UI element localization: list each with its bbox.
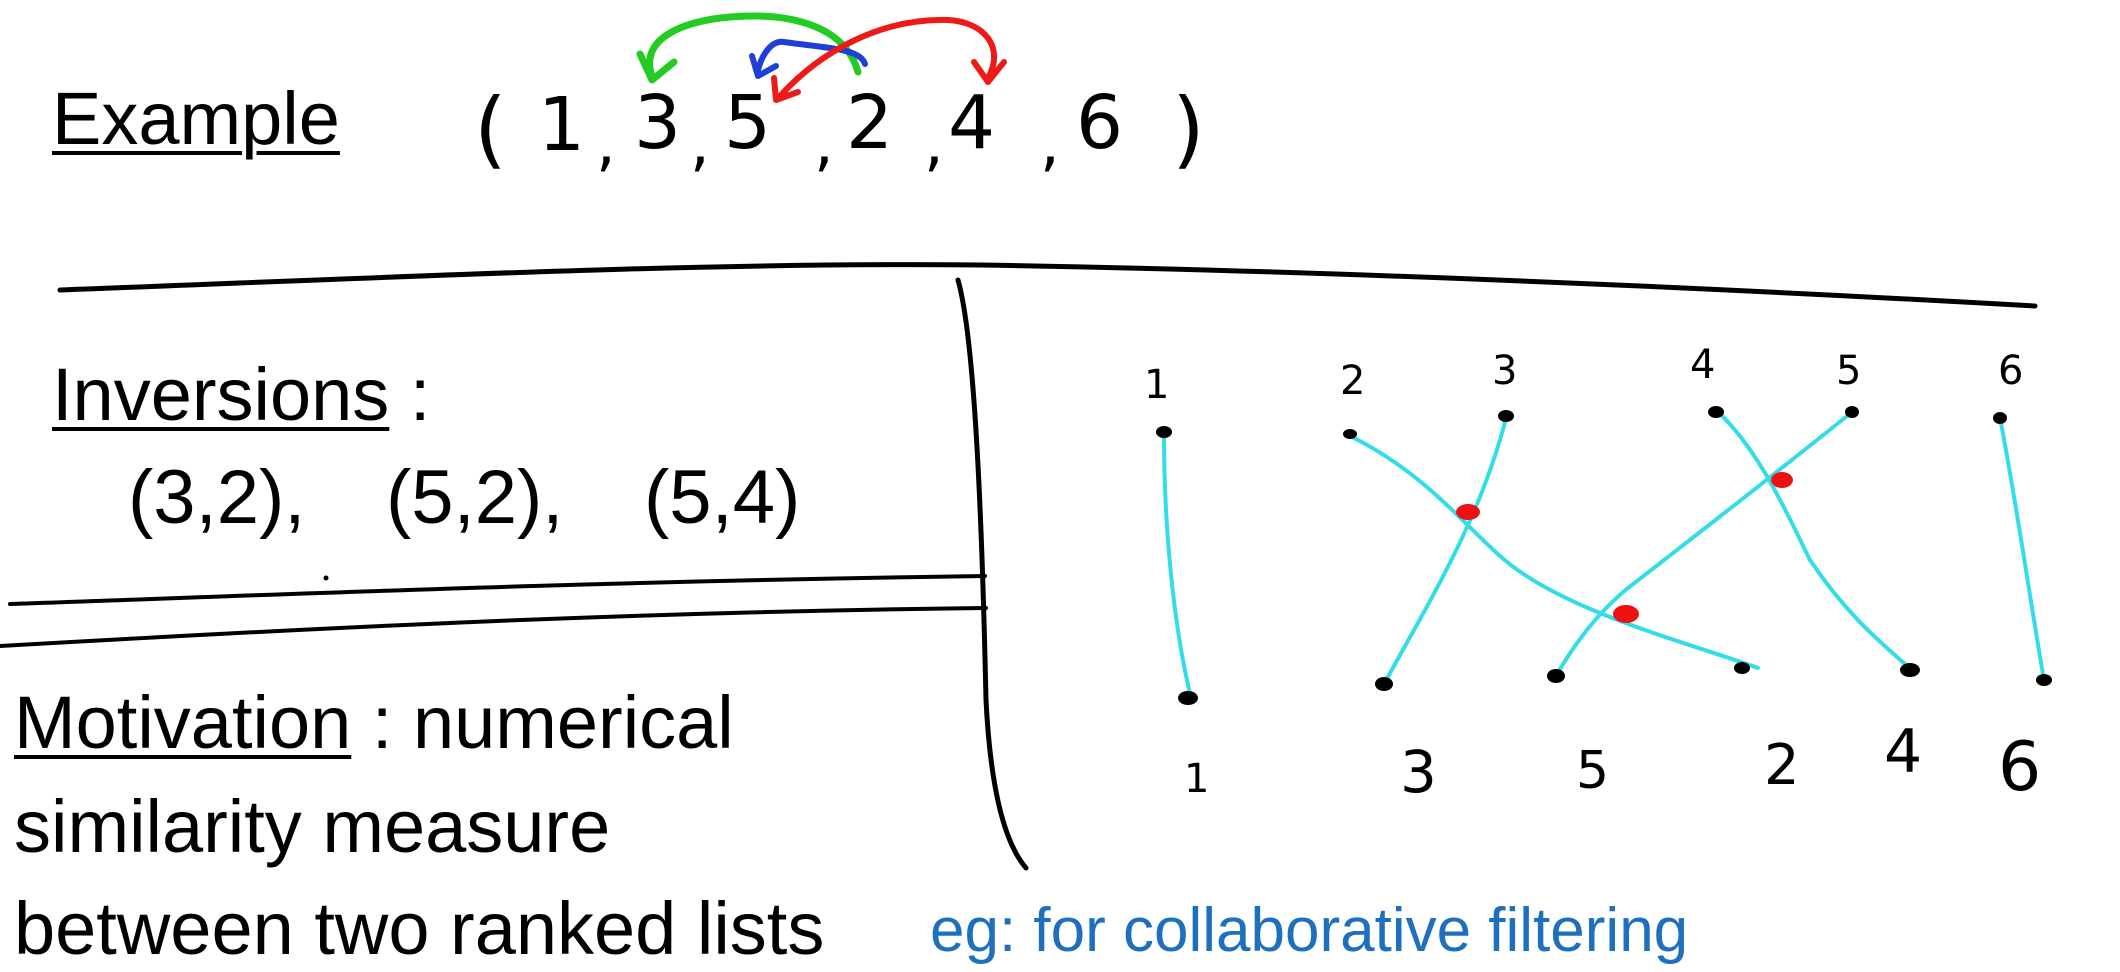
sequence-comma: , <box>596 106 616 179</box>
inversion-pair: (5,2), <box>386 455 564 540</box>
crossing-point <box>1613 605 1639 623</box>
horizontal-divider-top <box>57 262 2038 309</box>
crossing-points <box>1456 472 1793 623</box>
motivation-line-1: Motivation : numerical <box>14 686 734 760</box>
sequence-item: 2 <box>846 80 893 166</box>
top-label: 6 <box>1998 348 2023 394</box>
sequence-comma: , <box>924 106 944 179</box>
bottom-label: 5 <box>1576 741 1609 801</box>
motivation-label: Motivation <box>14 681 352 764</box>
bottom-label: 3 <box>1400 738 1437 806</box>
sequence-comma: , <box>814 106 834 179</box>
match-line-6 <box>1998 416 2046 682</box>
example-heading: Example <box>52 77 340 160</box>
top-dots <box>1156 406 2007 439</box>
sequence-comma: , <box>1040 106 1060 179</box>
match-line-4 <box>1714 408 1916 674</box>
match-line-5 <box>1554 410 1854 678</box>
bottom-label: 4 <box>1884 717 1922 787</box>
motivation-line-3: between two ranked lists <box>14 887 825 970</box>
horizontal-divider-middle-2 <box>0 606 988 648</box>
red-arrow-head <box>971 59 1007 85</box>
bottom-label: 1 <box>1184 756 1209 802</box>
top-label: 3 <box>1492 348 1517 394</box>
red-arrow <box>777 16 998 99</box>
sequence-item: 5 <box>724 80 771 166</box>
blue-arrow-head <box>749 53 779 79</box>
sequence-open-paren: ( <box>474 80 507 178</box>
stray-dot <box>323 575 329 581</box>
inversion-pair: (3,2), <box>128 455 306 540</box>
crossing-diagram: 1 2 3 4 5 6 1 3 5 2 4 6 <box>1144 342 2052 807</box>
match-line-3 <box>1382 416 1508 686</box>
bottom-dots <box>1178 662 2052 705</box>
handwritten-sequence: ( 1 , 3 , 5 , 2 , 4 , 6 ) <box>474 80 1205 179</box>
match-line-2 <box>1348 434 1760 670</box>
crossing-point <box>1771 472 1793 488</box>
inversion-arrows <box>636 12 1007 103</box>
example-note: eg: for collaborative filtering <box>930 896 1689 965</box>
crossing-point <box>1456 504 1480 520</box>
motivation-rest: : numerical <box>351 681 734 764</box>
sequence-comma: , <box>690 106 710 179</box>
bottom-label: 6 <box>1998 728 2041 807</box>
sequence-close-paren: ) <box>1172 80 1205 178</box>
green-arrow-head <box>636 50 678 84</box>
sequence-item: 4 <box>948 80 995 166</box>
top-label: 5 <box>1836 348 1861 394</box>
top-label: 1 <box>1144 362 1169 408</box>
inversions-heading: Inversions : <box>52 358 430 432</box>
sequence-item: 1 <box>538 82 585 168</box>
vertical-divider <box>955 277 1029 871</box>
top-label: 2 <box>1340 358 1365 404</box>
horizontal-divider-middle-1 <box>8 574 987 606</box>
inversions-colon: : <box>389 353 431 436</box>
sequence-item: 3 <box>634 80 681 166</box>
top-label: 4 <box>1690 342 1715 388</box>
inversion-pair: (5,4) <box>644 455 801 540</box>
bottom-labels: 1 3 5 2 4 6 <box>1184 717 2041 807</box>
green-arrow <box>646 12 862 80</box>
motivation-line-2: similarity measure <box>14 785 611 868</box>
match-line-1 <box>1162 432 1194 704</box>
bottom-label: 2 <box>1764 733 1800 798</box>
top-labels: 1 2 3 4 5 6 <box>1144 342 2023 408</box>
red-arrow-tail-head <box>771 75 801 103</box>
sequence-item: 6 <box>1076 80 1123 166</box>
matching-lines <box>1162 408 2046 704</box>
blue-arrow <box>755 38 868 73</box>
inversions-label: Inversions <box>52 353 390 436</box>
